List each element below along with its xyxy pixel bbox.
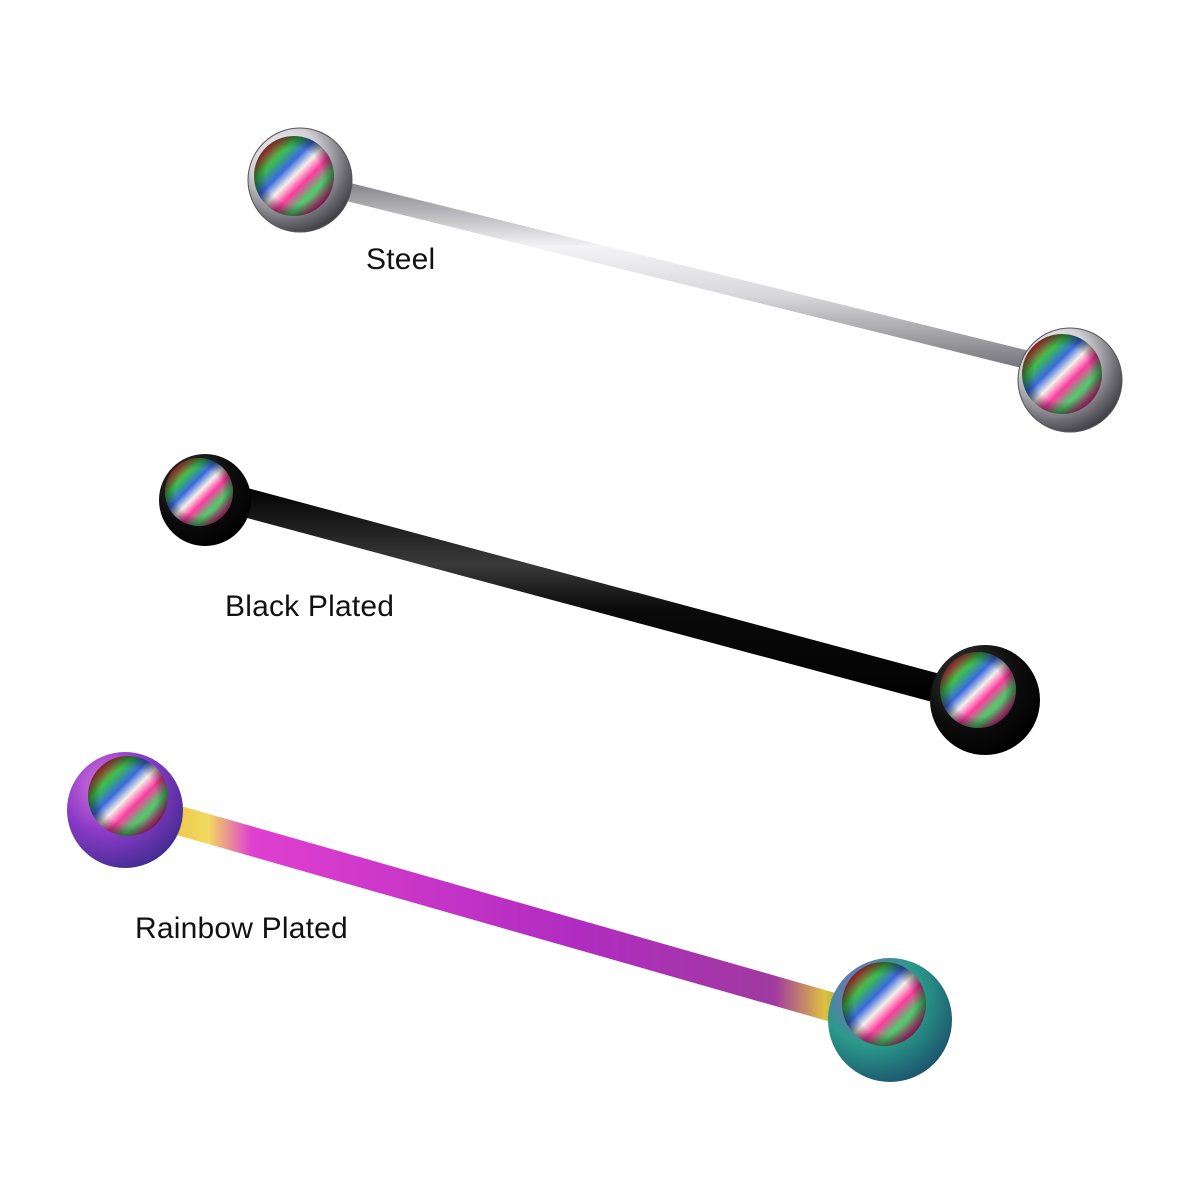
label-black-plated: Black Plated	[225, 590, 395, 623]
black-barbell	[159, 454, 1040, 755]
label-steel: Steel	[366, 243, 436, 276]
label-rainbow-plated: Rainbow Plated	[135, 912, 348, 945]
rainbow-barbell	[67, 752, 952, 1082]
steel-barbell	[247, 127, 1123, 433]
